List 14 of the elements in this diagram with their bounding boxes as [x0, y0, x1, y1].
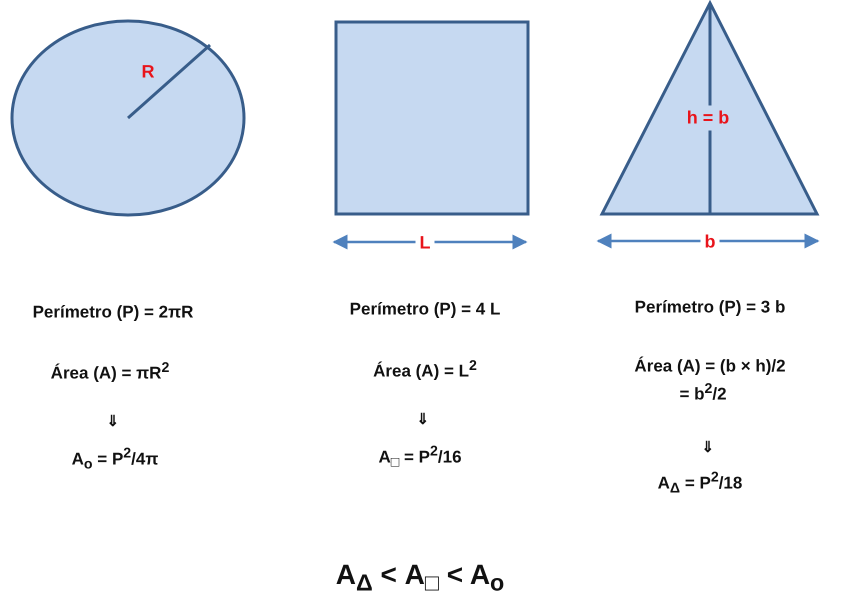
- formula-text: Perímetro (P) = 3 b: [634, 298, 786, 318]
- formula-text: = b$^{2}$/2: [679, 382, 727, 404]
- formula-text: A$_{Δ}$ = P$^{2}$/18: [658, 470, 742, 498]
- formula-text: Área (A) = L$^{2}$: [373, 358, 477, 382]
- implies-symbol: ⇓: [416, 412, 430, 428]
- implies-symbol: ⇓: [106, 414, 120, 430]
- inequality-formula: A$_{Δ}$ < A$_{□}$ < A$_{o}$: [336, 560, 504, 596]
- formula-text: Área (A) = πR$^{2}$: [50, 360, 170, 384]
- formula-text: A$_{o}$ = P$^{2}$/4π: [72, 446, 158, 474]
- formula-text: Perímetro (P) = 2πR: [32, 304, 194, 322]
- formula-text: Perímetro (P) = 4 L: [350, 300, 500, 320]
- implies-symbol: ⇓: [702, 440, 714, 456]
- formula-text: Área (A) = (b × h)/2: [634, 358, 786, 376]
- formula-text: A$_{□}$ = P$^{2}$/16: [378, 444, 462, 472]
